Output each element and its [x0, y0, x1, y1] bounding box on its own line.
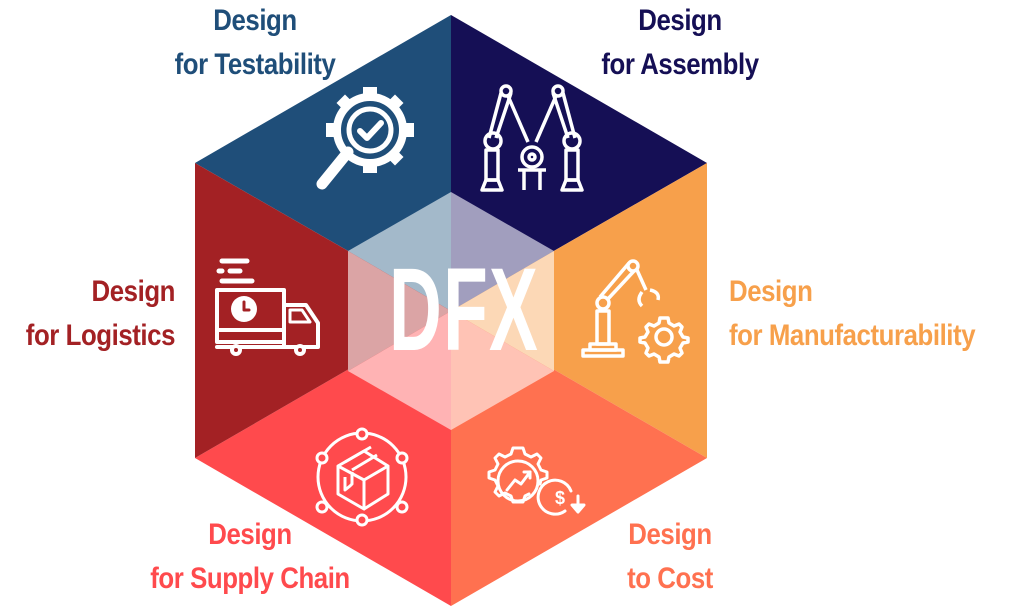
label-supply-chain-line2: for Supply Chain [150, 562, 350, 595]
label-assembly-line1: Design [638, 4, 722, 37]
label-logistics-line2: for Logistics [25, 319, 176, 352]
robot-arm-gear-icon [581, 259, 690, 364]
label-cost-line2: to Cost [627, 562, 713, 595]
label-cost-line1: Design [628, 518, 712, 551]
label-assembly-line2: for Assembly [601, 48, 759, 81]
label-manufacturability-line1: Design [729, 275, 813, 308]
segment-manufacturability [451, 163, 707, 458]
label-manufacturability-line2: for Manufacturability [729, 319, 976, 352]
svg-text:$: $ [555, 488, 565, 508]
delivery-truck-clock-icon [215, 258, 320, 356]
segment-logistics [195, 163, 451, 458]
gear-magnifier-check-icon [316, 87, 414, 190]
label-manufacturability: Design for Manufacturability [729, 270, 1013, 358]
robot-arms-assembly-icon [480, 84, 584, 192]
label-assembly: Design for Assembly [594, 0, 766, 87]
label-testability-line1: Design [213, 4, 297, 37]
gear-dollar-down-icon: $ [487, 446, 586, 516]
label-testability-line2: for Testability [174, 48, 336, 81]
label-cost: Design to Cost [593, 513, 748, 601]
label-testability: Design for Testability [148, 0, 363, 87]
box-network-icon [315, 427, 409, 527]
center-hexagon [348, 192, 554, 430]
label-logistics: Design for Logistics [7, 270, 176, 358]
label-supply-chain: Design for Supply Chain [138, 513, 362, 601]
center-title: DFX [389, 244, 540, 376]
label-logistics-line1: Design [91, 275, 176, 308]
label-supply-chain-line1: Design [208, 518, 292, 551]
